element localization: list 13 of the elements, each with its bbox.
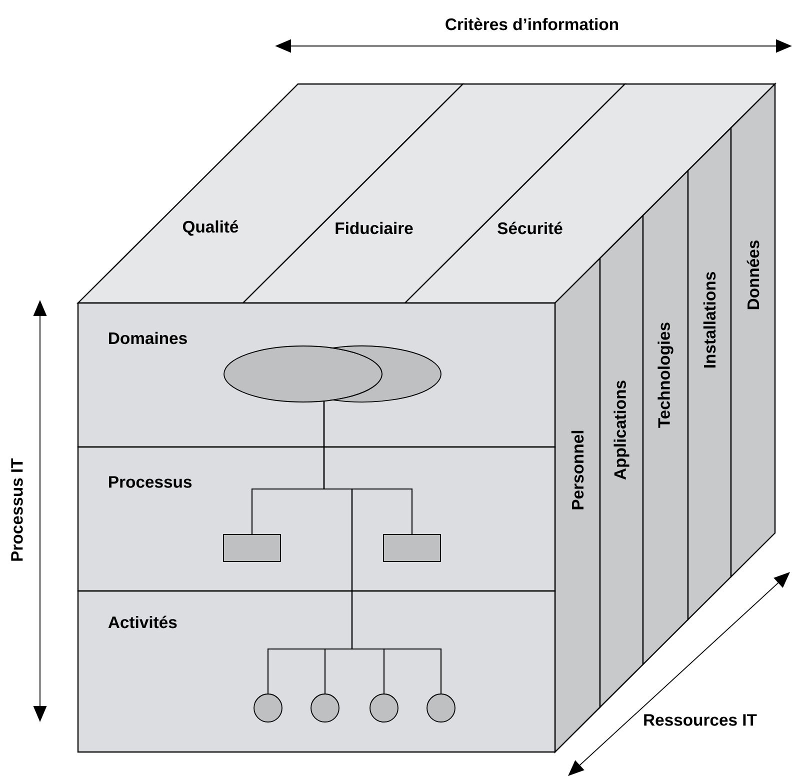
ellipse-shape (224, 346, 382, 402)
circle-shape (310, 694, 340, 722)
level-band: Activités (77, 590, 556, 753)
circle-shape (426, 694, 456, 722)
dimension-label: Processus IT (11, 458, 23, 561)
connector (323, 401, 442, 694)
dimension-label: Critères d’information (446, 18, 618, 30)
circle-shape (254, 694, 282, 722)
rectangle-shape (223, 534, 281, 562)
circle-shape (370, 694, 398, 722)
level-band: Processus (77, 446, 556, 592)
dimension-label: Ressources IT (644, 714, 757, 726)
rectangle-shape (383, 534, 441, 562)
